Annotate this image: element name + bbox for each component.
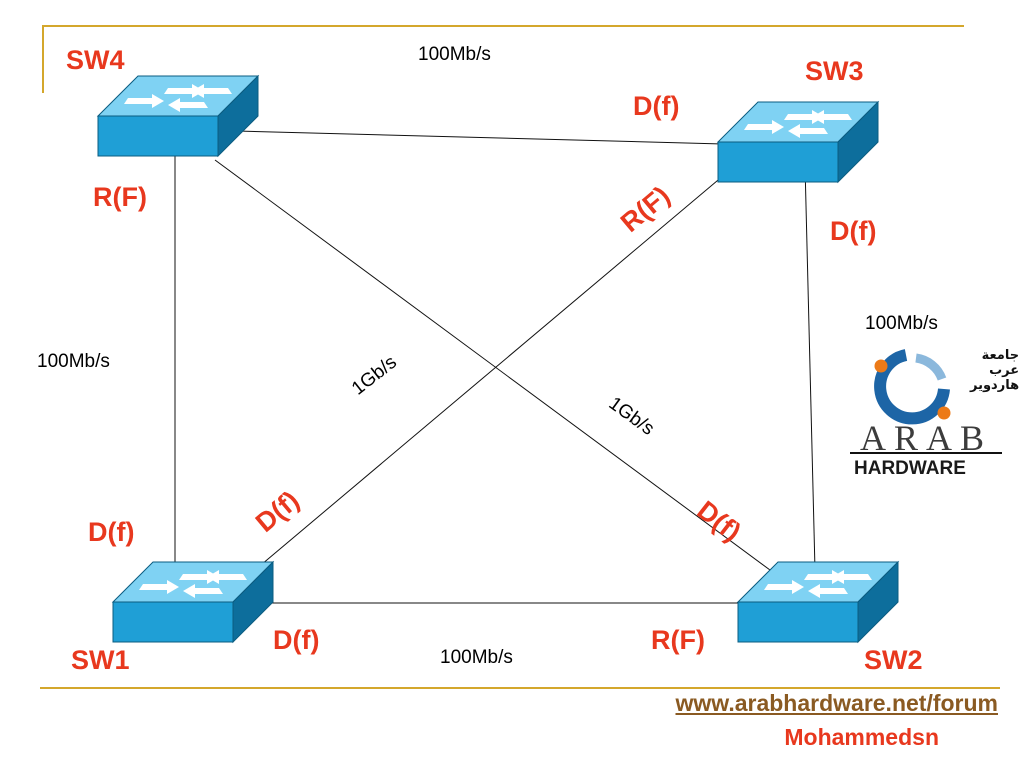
logo-subtitle: HARDWARE xyxy=(854,458,966,479)
port-sw1-up: D(f) xyxy=(88,517,135,547)
logo-arabic-text: جامعة عرب هاردوير xyxy=(970,348,1020,393)
left-rule xyxy=(42,25,44,93)
switch-label-sw2: SW2 xyxy=(864,645,923,675)
port-sw2-left: R(F) xyxy=(651,625,705,655)
switch-sw3-icon xyxy=(717,101,879,183)
arab-hardware-logo: جامعة عرب هاردوير ARAB HARDWARE xyxy=(850,345,1020,490)
ring-logo-icon xyxy=(874,349,951,425)
switch-label-sw1: SW1 xyxy=(71,645,130,675)
port-sw1-right: D(f) xyxy=(273,625,320,655)
link-speed-bottom: 100Mb/s xyxy=(440,647,513,668)
logo-divider xyxy=(850,452,1002,454)
link-sw4-sw3 xyxy=(199,129,761,146)
switch-sw1-icon xyxy=(112,561,274,643)
link-sw4-sw2 xyxy=(214,159,771,571)
switch-sw4-icon xyxy=(97,75,259,157)
top-rule xyxy=(42,25,964,27)
author-name: Mohammedsn xyxy=(784,724,939,750)
port-sw4-down: R(F) xyxy=(93,182,147,212)
logo-wordmark: ARAB xyxy=(860,418,993,458)
link-speed-left: 100Mb/s xyxy=(37,351,110,372)
link-sw1-sw3 xyxy=(254,169,731,571)
link-speed-right: 100Mb/s xyxy=(865,313,938,334)
switch-label-sw4: SW4 xyxy=(66,45,125,75)
port-sw3-left: D(f) xyxy=(633,91,680,121)
link-speed-top: 100Mb/s xyxy=(418,44,491,65)
bottom-rule xyxy=(40,687,1000,689)
switch-label-sw3: SW3 xyxy=(805,56,864,86)
links xyxy=(174,129,816,604)
link-sw3-sw2 xyxy=(804,164,816,571)
port-sw3-down: D(f) xyxy=(830,216,877,246)
switch-sw2-icon xyxy=(737,561,899,643)
forum-link[interactable]: www.arabhardware.net/forum xyxy=(675,690,999,716)
